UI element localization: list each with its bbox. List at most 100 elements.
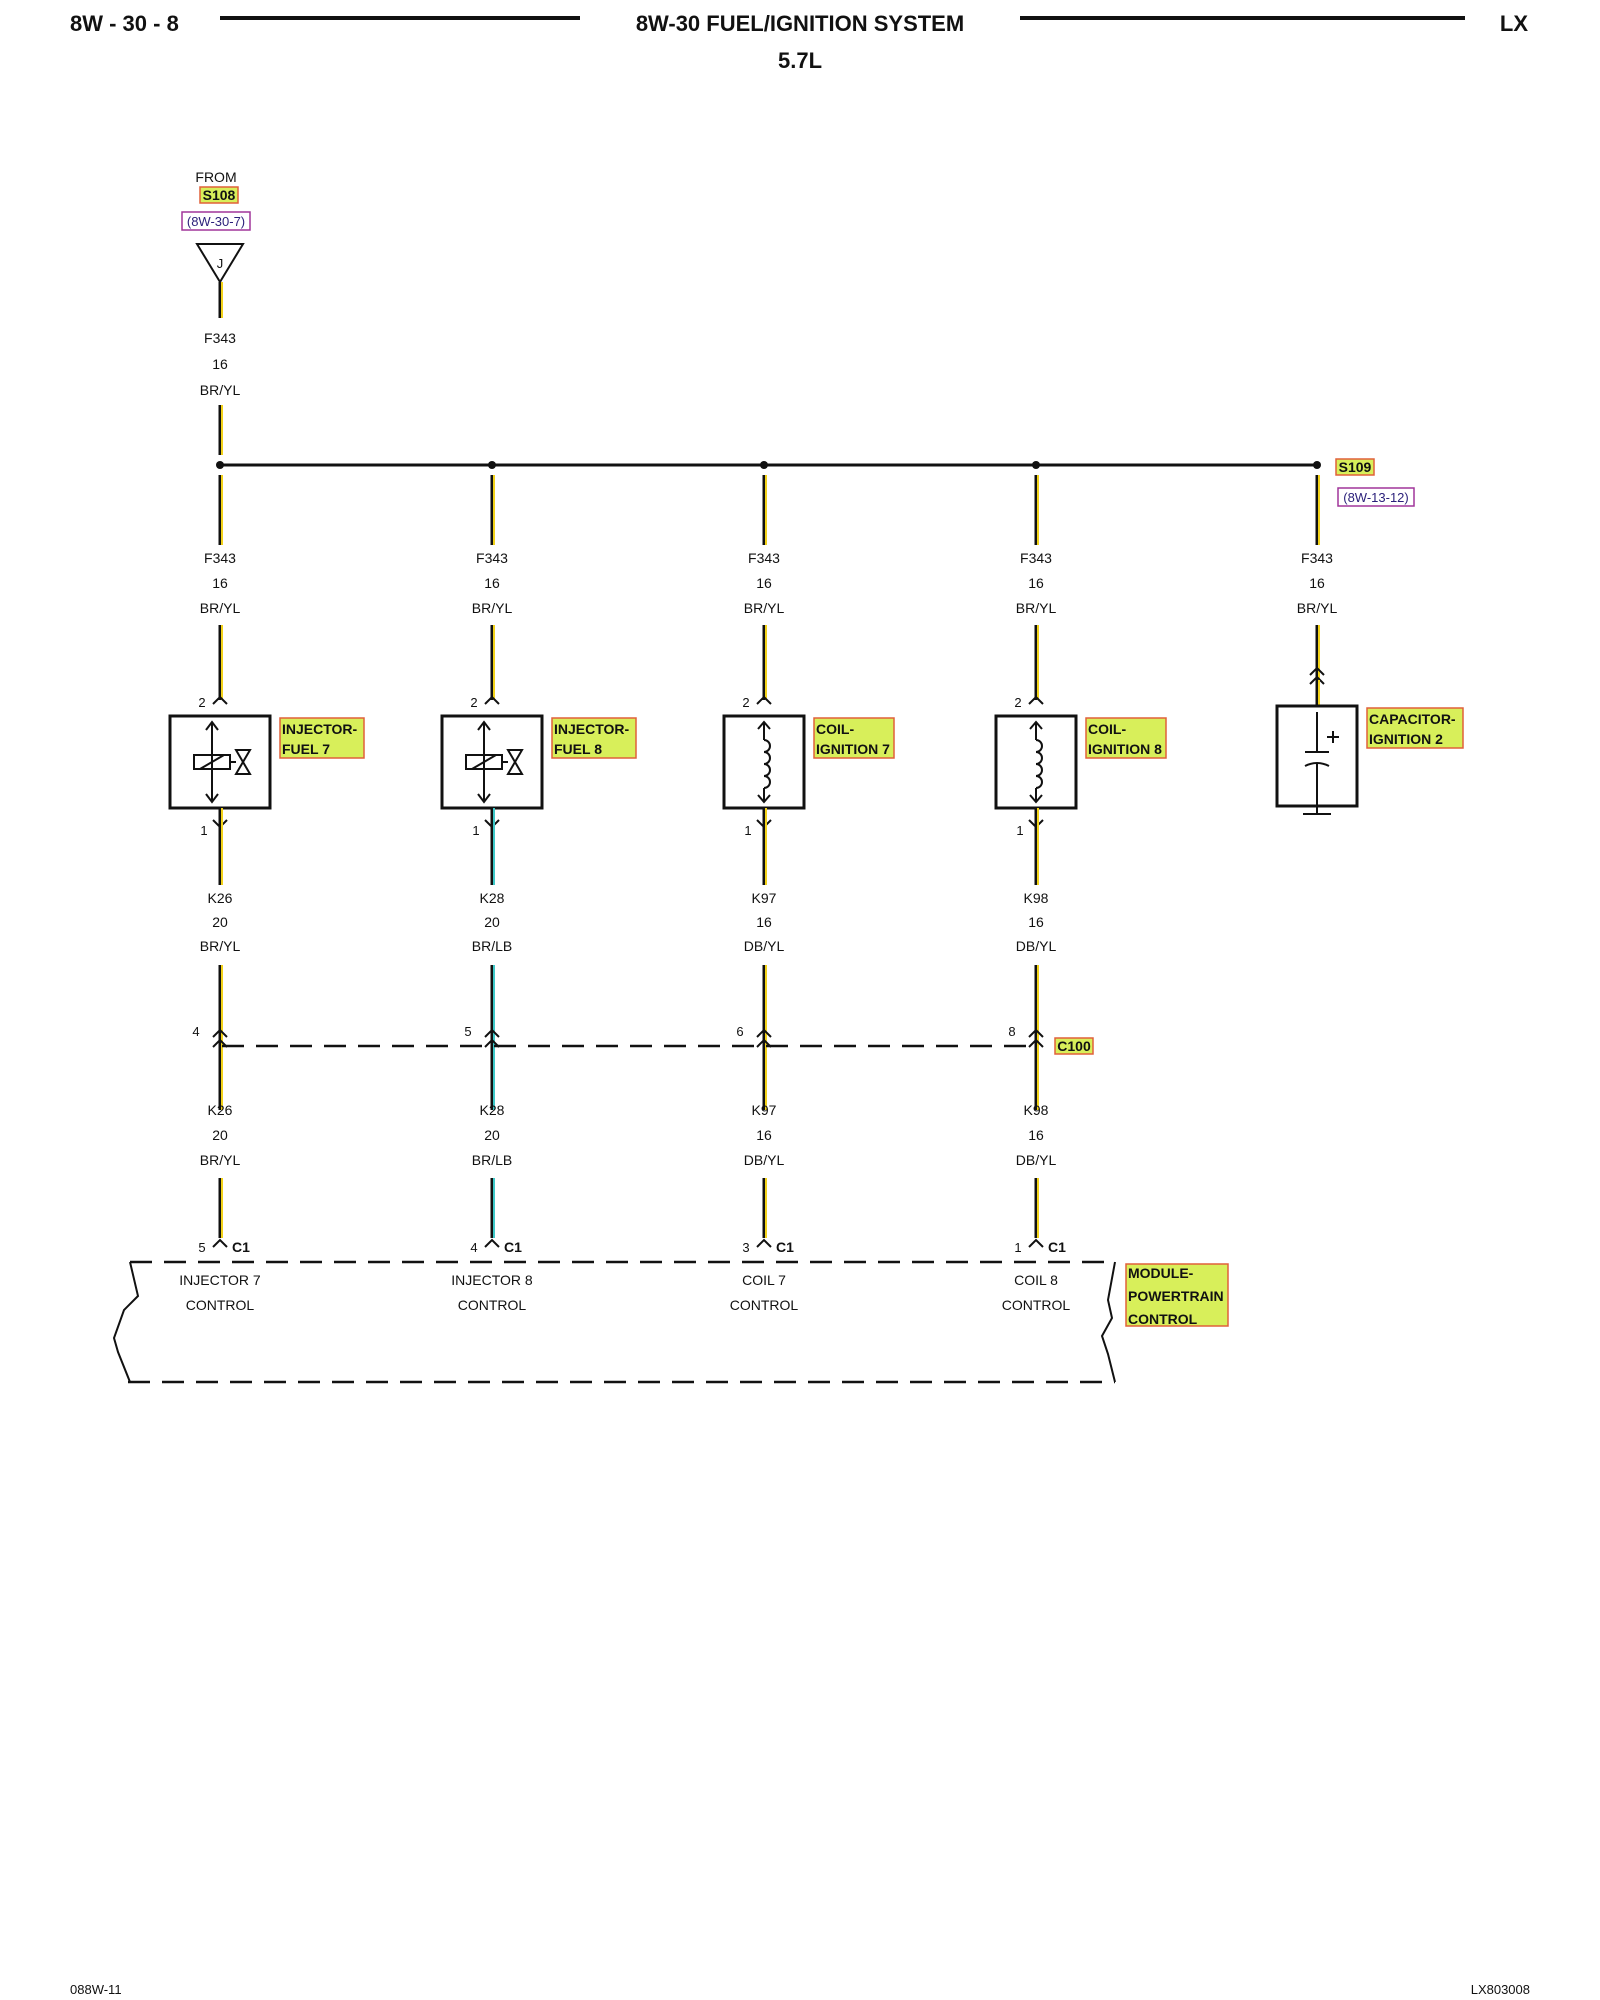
col-3-pcm-label-line-1: COIL 7 <box>742 1272 786 1288</box>
col-3-pcm-label-line-2: CONTROL <box>730 1297 799 1313</box>
col-1-c100-chevron-b <box>212 1038 228 1048</box>
col-2-component-label-highlight <box>551 717 637 759</box>
col-3-coil-arrow-top <box>757 720 771 730</box>
col-4-component-label-line-1[interactable]: COIL- <box>1088 721 1126 737</box>
col-4-coil-arrow-top <box>1029 720 1043 730</box>
col-5-cap-chevron-b <box>1309 675 1325 685</box>
col-4-upper-wire-gauge: 16 <box>1028 575 1044 591</box>
col-1-component-label-highlight <box>279 717 365 759</box>
col-4-upper-wire-color: BR/YL <box>1016 600 1057 616</box>
pcm-module-label: MODULE- POWERTRAIN CONTROL <box>1125 1263 1229 1327</box>
splice-s109-label[interactable]: S109 <box>1339 459 1372 475</box>
col-1-splice-dot <box>216 461 224 469</box>
col-3-mid-wire-gauge: 16 <box>756 914 772 930</box>
col-2-mid-wire-color: BR/LB <box>472 938 512 954</box>
col-4-c100-chevron-b <box>1028 1038 1044 1048</box>
col-3-c1-pin-number: 3 <box>742 1240 749 1255</box>
col-3-component-label-line-1[interactable]: COIL- <box>816 721 854 737</box>
col-1-mid-wire-color: BR/YL <box>200 938 241 954</box>
col-2-c100-chevron-b <box>484 1038 500 1048</box>
col-5-upper-wire-id: F343 <box>1301 550 1333 566</box>
col-3-c1-chevron <box>756 1238 772 1248</box>
col-3-coil-arrow-bottom <box>757 794 771 804</box>
col-5-capacitor-plus-icon <box>1327 731 1339 743</box>
col-3-upper-wire-color: BR/YL <box>744 600 785 616</box>
col-3-mid-wire-id: K97 <box>752 890 777 906</box>
col-2-component-box[interactable] <box>440 714 544 810</box>
ref-8w-30-7-link[interactable]: (8W-30-7) <box>187 214 245 229</box>
col-2-injector-arrows-icon <box>477 720 491 804</box>
page-header: 8W - 30 - 8 8W-30 FUEL/IGNITION SYSTEM L… <box>70 11 1528 73</box>
pcm-outline-right <box>1100 1261 1116 1383</box>
col-1-upper-wire-color: BR/YL <box>200 600 241 616</box>
col-4-component-label-highlight <box>1085 717 1167 759</box>
source-wire-id: F343 <box>204 330 236 346</box>
col-1-pcm-label-line-2: CONTROL <box>186 1297 255 1313</box>
col-2-mid-wire-gauge: 20 <box>484 914 500 930</box>
col-1-pcm-label-line-1: INJECTOR 7 <box>179 1272 261 1288</box>
col-1-component-label-line-2[interactable]: FUEL 7 <box>282 741 330 757</box>
col-2-component-label-line-1[interactable]: INJECTOR- <box>554 721 630 737</box>
col-1-component-box[interactable] <box>168 714 272 810</box>
col-4-top-pin-number: 2 <box>1014 695 1021 710</box>
col-1-mid-wire-gauge: 20 <box>212 914 228 930</box>
col-1-c1-pin-number: 5 <box>198 1240 205 1255</box>
col-4-low-wire-color: DB/YL <box>1016 1152 1057 1168</box>
connector-c100-highlight <box>1054 1037 1094 1055</box>
col-2-c1-chevron <box>484 1238 500 1248</box>
col-4-coil-winding-icon <box>1035 739 1043 789</box>
splice-s108-label[interactable]: S108 <box>203 187 236 203</box>
col-4-c1-chevron <box>1028 1238 1044 1248</box>
connector-c100-label[interactable]: C100 <box>1057 1038 1091 1054</box>
col-1-valve-icon <box>234 749 252 775</box>
col-5-component-label-line-1[interactable]: CAPACITOR- <box>1369 711 1456 727</box>
col-4-c1-pin-number: 1 <box>1014 1240 1021 1255</box>
col-2-component-label-line-2[interactable]: FUEL 8 <box>554 741 602 757</box>
col-5-upper-wire-gauge: 16 <box>1309 575 1325 591</box>
pcm-outline-left <box>112 1261 140 1383</box>
col-1-low-wire-gauge: 20 <box>212 1127 228 1143</box>
page-number: 8W - 30 - 8 <box>70 11 179 36</box>
col-4-component-label-line-2[interactable]: IGNITION 8 <box>1088 741 1162 757</box>
col-2-top-pin-chevron <box>484 695 500 705</box>
col-2-splice-dot <box>488 461 496 469</box>
ref-8w-13-12-link[interactable]: (8W-13-12) <box>1343 490 1409 505</box>
pcm-label-line-1[interactable]: MODULE- <box>1128 1265 1194 1281</box>
col-4-mid-wire-gauge: 16 <box>1028 914 1044 930</box>
col-3-c1-label[interactable]: C1 <box>776 1239 794 1255</box>
col-3-top-pin-chevron <box>756 695 772 705</box>
col-4-mid-wire-color: DB/YL <box>1016 938 1057 954</box>
col-2-low-wire-gauge: 20 <box>484 1127 500 1143</box>
pcm-label-highlight <box>1125 1263 1229 1327</box>
connector-j-triangle <box>195 243 245 284</box>
col-3-component-label-line-2[interactable]: IGNITION 7 <box>816 741 890 757</box>
ref-8w-30-7-box <box>181 211 251 231</box>
pcm-label-line-3[interactable]: CONTROL <box>1128 1311 1198 1327</box>
col-5-component-label-highlight <box>1366 707 1464 749</box>
col-2-top-pin-number: 2 <box>470 695 477 710</box>
col-2-solenoid-slash <box>471 754 497 770</box>
col-2-c100-chevron-a <box>484 1028 500 1038</box>
col-1-low-wire-id: K26 <box>208 1102 233 1118</box>
col-2-c1-label[interactable]: C1 <box>504 1239 522 1255</box>
col-3-low-wire-id: K97 <box>752 1102 777 1118</box>
col-3-mid-wire-color: DB/YL <box>744 938 785 954</box>
col-1-component-label-line-1[interactable]: INJECTOR- <box>282 721 358 737</box>
col-3-upper-wire-gauge: 16 <box>756 575 772 591</box>
col-1-top-pin-chevron <box>212 695 228 705</box>
col-4-c1-label[interactable]: C1 <box>1048 1239 1066 1255</box>
col-2-bottom-pin-number: 1 <box>472 823 479 838</box>
col-3-c100-pin-number: 6 <box>736 1024 743 1039</box>
col-3-c100-chevron-b <box>756 1038 772 1048</box>
col-3-splice-dot <box>760 461 768 469</box>
col-4-top-pin-chevron <box>1028 695 1044 705</box>
col-4-upper-wire-id: F343 <box>1020 550 1052 566</box>
pcm-label-line-2[interactable]: POWERTRAIN <box>1128 1288 1224 1304</box>
footer-left-code: 088W-11 <box>70 1982 122 1997</box>
ref-8w-13-12-box <box>1337 487 1415 507</box>
col-3-c100-chevron-a <box>756 1028 772 1038</box>
col-5-component-label-line-2[interactable]: IGNITION 2 <box>1369 731 1443 747</box>
splice-s109-highlight <box>1335 458 1375 476</box>
col-1-c1-label[interactable]: C1 <box>232 1239 250 1255</box>
